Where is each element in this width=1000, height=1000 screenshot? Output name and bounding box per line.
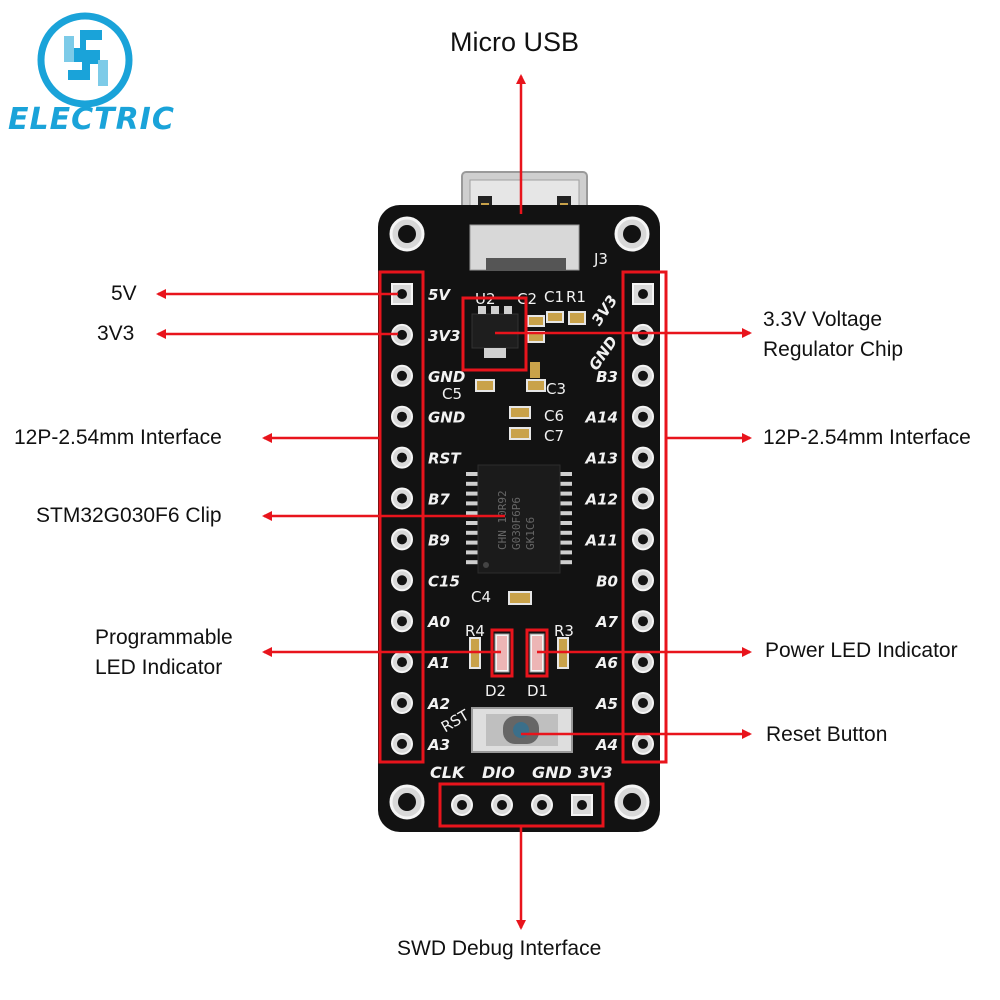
left-pin-label: B9 <box>428 531 450 549</box>
callout-regulator-line1: 3.3V Voltage <box>763 308 883 331</box>
swd-pin-header <box>451 794 593 816</box>
silk-c3: C3 <box>546 380 566 398</box>
callout-5v: 5V <box>111 282 137 305</box>
left-pin-label: A2 <box>427 695 450 713</box>
left-pin-label: A0 <box>427 613 450 631</box>
silk-r1: R1 <box>566 288 586 306</box>
reset-button-part <box>471 707 573 753</box>
left-pin-label: 3V3 <box>428 327 460 345</box>
right-pin-label: A5 <box>595 695 618 713</box>
left-pin-header <box>391 283 413 755</box>
left-pin-label: A3 <box>427 736 450 754</box>
electric-logo-icon <box>37 12 133 108</box>
callout-regulator-line2: Regulator Chip <box>763 338 904 361</box>
right-pin-label: A7 <box>595 613 619 631</box>
right-pin-label: A14 <box>585 409 618 427</box>
right-pin-header <box>632 283 654 755</box>
left-pin-label: GND <box>428 409 465 427</box>
callout-reset: Reset Button <box>766 723 888 746</box>
silk-c5: C5 <box>442 385 462 403</box>
voltage-regulator-chip <box>471 306 519 358</box>
chip-marking-1: GK1C6 <box>524 517 537 550</box>
silk-c6: C6 <box>544 407 564 425</box>
silk-j3: J3 <box>593 250 608 268</box>
right-pin-label: A11 <box>585 531 618 549</box>
silk-d1: D1 <box>527 682 548 700</box>
callout-swd: SWD Debug Interface <box>397 937 602 960</box>
chip-marking-2: G030F6P6 <box>510 497 523 550</box>
right-pin-label: B3 <box>596 368 618 386</box>
logo-text: ELECTRIC <box>8 102 175 137</box>
callout-mcu: STM32G030F6 Clip <box>36 504 222 527</box>
left-pin-label: A1 <box>427 654 450 672</box>
right-pin-label: A12 <box>585 491 618 509</box>
right-pin-label: A4 <box>595 736 618 754</box>
silk-r4: R4 <box>465 622 485 640</box>
right-pin-label: A13 <box>585 450 618 468</box>
right-pin-label: B0 <box>596 572 618 590</box>
silk-d2: D2 <box>485 682 506 700</box>
left-pin-label: RST <box>428 450 462 468</box>
swd-label-clk: CLK <box>430 763 466 782</box>
callout-micro-usb: Micro USB <box>450 27 580 57</box>
silk-r3: R3 <box>554 622 574 640</box>
callout-prog-led-line2: LED Indicator <box>95 656 223 679</box>
stm32-mcu-chip: GK1C6 G030F6P6 CHN 10R92 <box>466 464 572 574</box>
callout-power-led: Power LED Indicator <box>765 639 958 662</box>
right-header-highlight <box>621 270 668 764</box>
right-pin-label: A6 <box>595 654 618 672</box>
callout-interface-right: 12P-2.54mm Interface <box>763 426 971 449</box>
callout-interface-left: 12P-2.54mm Interface <box>14 426 222 449</box>
left-pin-label: 5V <box>428 286 451 304</box>
left-pin-label: GND <box>428 368 465 386</box>
left-pin-label: B7 <box>428 491 450 509</box>
callout-3v3: 3V3 <box>97 322 135 345</box>
silk-c1: C1 <box>544 288 564 306</box>
swd-label-3v3: 3V3 <box>578 763 613 782</box>
callout-prog-led-line1: Programmable <box>95 626 233 649</box>
swd-label-dio: DIO <box>482 763 515 782</box>
chip-marking-3: CHN 10R92 <box>496 490 509 550</box>
left-pin-label: C15 <box>428 572 460 590</box>
silk-c7: C7 <box>544 427 564 445</box>
silk-c4: C4 <box>471 588 491 606</box>
swd-label-gnd: GND <box>532 763 572 782</box>
